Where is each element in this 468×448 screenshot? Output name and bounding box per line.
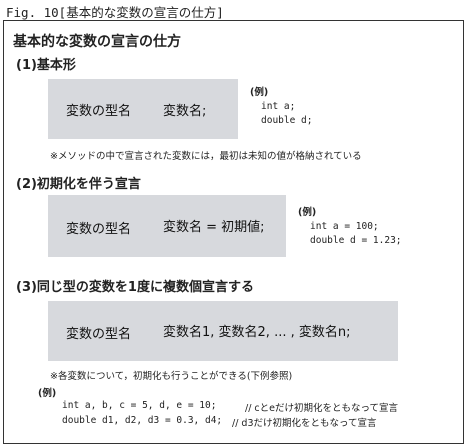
- section-3-example-row-1-comment: // cとeだけ初期化をともなって宣言: [245, 403, 399, 414]
- section-2-example-line-1: int a = 100;: [310, 221, 379, 232]
- section-3-example-row-2-code: double d1, d2, d3 = 0.3, d4;: [62, 415, 223, 426]
- section-3-note: ※各変数について，初期化も行うことができる(下例参照): [50, 371, 293, 382]
- section-1-note: ※メソッドの中で宣言された変数には，最初は未知の値が格納されている: [50, 151, 362, 162]
- section-1-heading: (1)基本形: [16, 58, 76, 73]
- section-2-example-line-2: double d = 1.23;: [310, 235, 402, 246]
- main-title: 基本的な変数の宣言の仕方: [13, 34, 181, 50]
- section-2-declaration: 変数名 = 初期値;: [163, 220, 265, 235]
- section-3-type-label: 変数の型名: [66, 327, 132, 342]
- section-2-example-label: (例): [298, 207, 317, 218]
- section-1-declaration: 変数名;: [163, 104, 207, 119]
- figure-caption: Fig. 10[基本的な変数の宣言の仕方]: [6, 5, 224, 20]
- section-2-heading: (2)初期化を伴う宣言: [16, 177, 141, 192]
- section-3-example-row-2-comment: // d3だけ初期化をともなって宣言: [232, 418, 377, 429]
- section-3-example-label: (例): [38, 388, 57, 399]
- figure-frame: [3, 20, 464, 444]
- section-3-syntax-box: 変数の型名 変数名1, 変数名2, ... , 変数名n;: [48, 301, 398, 361]
- section-1-example-label: (例): [250, 87, 269, 98]
- section-3-heading: (3)同じ型の変数を1度に複数個宣言する: [16, 280, 254, 295]
- section-1-syntax-box: 変数の型名 変数名;: [48, 79, 238, 139]
- section-3-example-row-1: int a, b, c = 5, d, e = 10;: [62, 400, 216, 411]
- section-1-example-line-1: int a;: [261, 101, 296, 112]
- section-1-type-label: 変数の型名: [66, 104, 132, 119]
- section-3-example-row-1-code: int a, b, c = 5, d, e = 10;: [62, 400, 217, 411]
- section-3-example-row-2: double d1, d2, d3 = 0.3, d4;: [62, 415, 222, 426]
- section-2-syntax-box: 変数の型名 変数名 = 初期値;: [48, 195, 286, 257]
- section-3-declaration: 変数名1, 変数名2, ... , 変数名n;: [163, 325, 351, 340]
- section-1-example-line-2: double d;: [261, 115, 313, 126]
- section-2-type-label: 変数の型名: [66, 222, 132, 237]
